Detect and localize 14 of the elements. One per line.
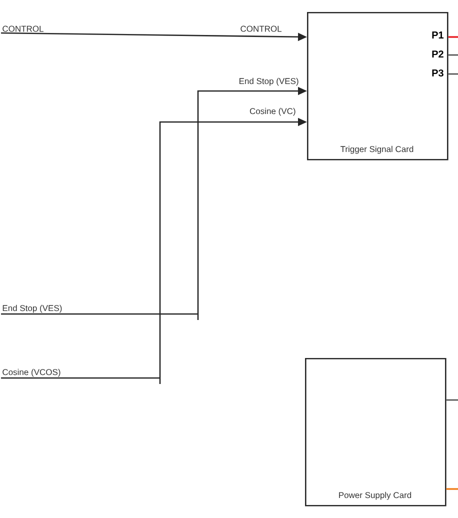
port-label: P2 <box>432 50 444 58</box>
edge-label: End Stop (VES) <box>238 76 300 87</box>
edge-label: Cosine (VC) <box>248 106 297 117</box>
wire-stub <box>448 54 458 56</box>
port-label: P3 <box>432 69 444 77</box>
card-title: Trigger Signal Card <box>340 146 414 154</box>
edge-label: CONTROL <box>239 24 283 33</box>
signal-label: End Stop (VES) <box>2 304 62 313</box>
wire-stub <box>448 36 458 38</box>
port-label: P1 <box>432 32 444 38</box>
signal-label: CONTROL <box>2 26 44 32</box>
card-title: Power Supply Card <box>339 492 412 500</box>
wire-stub <box>446 488 458 490</box>
signal-label: Cosine (VCOS) <box>2 368 60 377</box>
